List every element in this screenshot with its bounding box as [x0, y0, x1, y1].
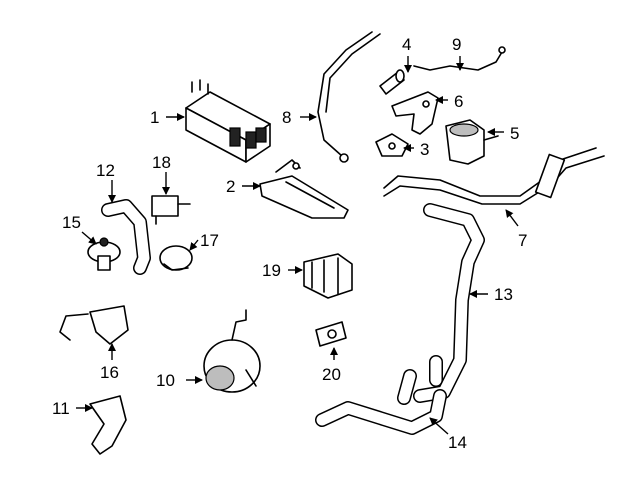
part-check-valve: [87, 237, 121, 271]
part-hose-small: [101, 199, 151, 275]
part-lower-bracket: [89, 395, 127, 455]
part-hose-return: [315, 369, 447, 435]
part-clamp: [315, 321, 347, 347]
callout-6: 6: [454, 92, 463, 111]
callout-16: 16: [100, 363, 119, 382]
callout-17: 17: [200, 231, 219, 250]
part-mount: [391, 91, 439, 135]
part-sensor-wire: [413, 46, 506, 71]
part-line-assembly: [383, 147, 605, 205]
callout-4: 4: [402, 35, 411, 54]
callout-8: 8: [282, 108, 291, 127]
callout-3: 3: [420, 140, 429, 159]
callout-11: 11: [52, 399, 70, 418]
leader-14: [429, 417, 449, 435]
part-canister: [185, 79, 271, 163]
leader-15: [81, 231, 97, 245]
part-sensor: [151, 195, 191, 225]
leader-17: [189, 239, 199, 251]
part-small-bracket: [375, 133, 409, 157]
part-cable: [317, 31, 381, 163]
callout-2: 2: [226, 177, 235, 196]
part-purge-valve: [445, 119, 499, 165]
part-hose-long: [413, 203, 485, 403]
callout-9: 9: [452, 35, 461, 54]
leader-7: [505, 209, 519, 227]
part-air-pump: [203, 309, 261, 393]
callout-14: 14: [448, 433, 467, 452]
part-valve: [379, 69, 405, 95]
callout-19: 19: [262, 261, 281, 280]
part-solenoid: [159, 245, 193, 271]
callout-15: 15: [62, 213, 81, 232]
callout-12: 12: [96, 161, 115, 180]
part-relay-block: [303, 253, 353, 299]
part-line-bracket: [59, 305, 129, 345]
callout-7: 7: [518, 231, 527, 250]
callout-18: 18: [152, 153, 171, 172]
part-bracket: [259, 159, 349, 219]
callout-13: 13: [494, 285, 513, 304]
callout-1: 1: [150, 108, 159, 127]
callout-10: 10: [156, 371, 175, 390]
callout-20: 20: [322, 365, 341, 384]
callout-5: 5: [510, 124, 519, 143]
